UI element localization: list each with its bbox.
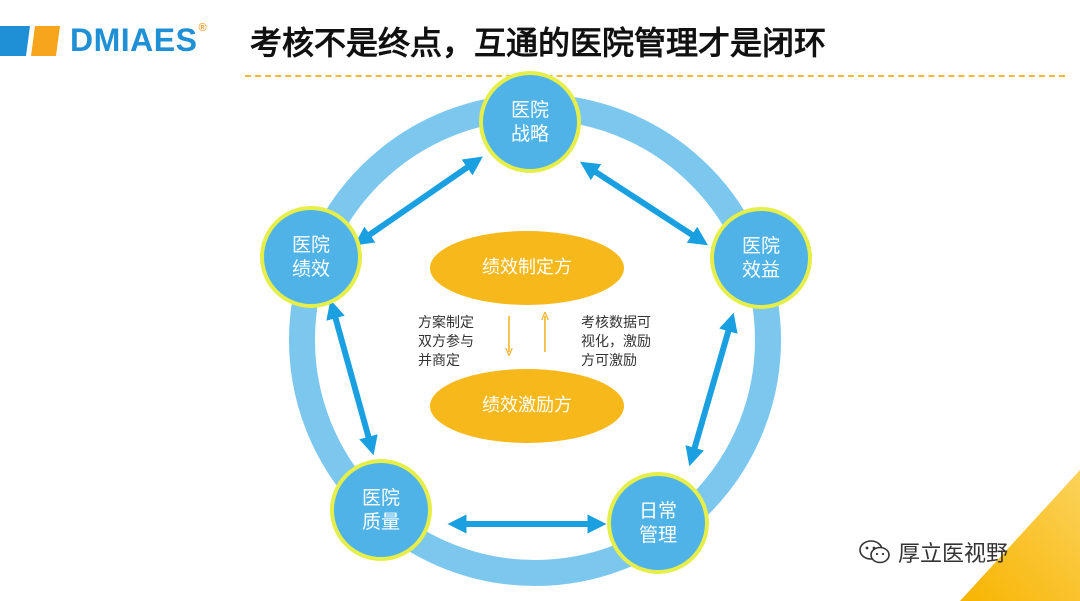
arrow-strategy-performance: [354, 156, 483, 246]
note-line: 并商定: [418, 353, 460, 369]
arrow-benefit-daily: [685, 312, 738, 467]
node-label-line1: 医院: [291, 234, 330, 256]
node-label-line2: 绩效: [291, 258, 330, 280]
note-line: 双方参与: [418, 334, 474, 350]
arrow-quality-performance: [326, 299, 378, 456]
watermark: 厚立医视野: [858, 536, 1008, 568]
watermark-text: 厚立医视野: [898, 542, 1009, 567]
node-label-benefit: 医院 效益: [716, 234, 806, 282]
logo-stripes-icon: [0, 26, 60, 56]
node-label-line2: 效益: [741, 259, 780, 281]
logo-text: DMIAES: [70, 22, 198, 58]
corner-decoration: [960, 470, 1080, 601]
node-circle-strategy: [479, 71, 581, 173]
note-line: 方可激励: [581, 353, 637, 369]
node-circle-performance: [260, 206, 362, 308]
node-label-quality: 医院 质量: [336, 486, 426, 534]
node-label-line2: 质量: [361, 511, 400, 533]
node-label-line2: 战略: [510, 123, 549, 145]
ellipse-incentive: [430, 369, 624, 443]
wechat-icon: [859, 540, 890, 564]
node-label-line1: 日常: [638, 500, 677, 522]
logo-registered-mark: ®: [198, 22, 208, 34]
node-label-line1: 医院: [361, 487, 400, 509]
ellipse-maker: [430, 231, 624, 305]
note-line: 视化，激励: [581, 334, 651, 350]
note-line: 方案制定: [418, 315, 474, 331]
page-title: 考核不是终点，互通的医院管理才是闭环: [250, 24, 827, 62]
node-label-strategy: 医院 战略: [485, 98, 575, 146]
node-label-line1: 医院: [510, 99, 549, 121]
node-label-line1: 医院: [741, 235, 780, 257]
note-line: 考核数据可: [581, 315, 651, 331]
node-circle-daily: [607, 472, 709, 574]
logo: DMIAES®: [70, 22, 207, 59]
ellipse-label-incentive: 绩效激励方: [482, 395, 572, 416]
title-divider: [245, 75, 1065, 77]
node-label-daily: 日常 管理: [613, 499, 703, 547]
node-label-performance: 医院 绩效: [266, 233, 356, 281]
note-left: 方案制定 双方参与 并商定: [418, 314, 474, 371]
arrow-strategy-benefit: [579, 161, 709, 246]
node-label-line2: 管理: [638, 524, 677, 546]
node-circle-benefit: [710, 207, 812, 309]
note-right: 考核数据可 视化，激励 方可激励: [581, 314, 651, 371]
node-circle-quality: [330, 459, 432, 561]
ellipse-label-maker: 绩效制定方: [482, 257, 572, 278]
